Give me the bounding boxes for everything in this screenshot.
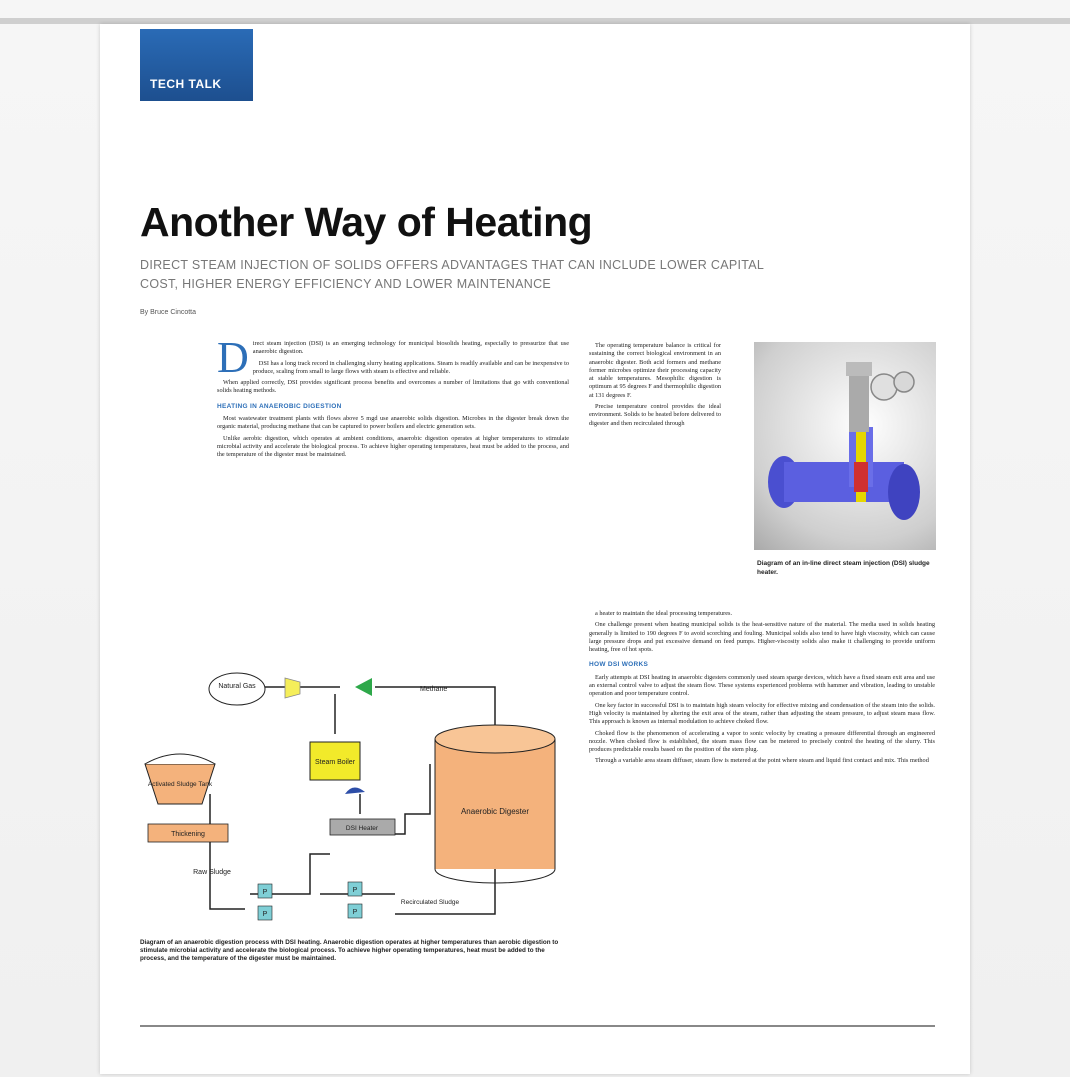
diagram-caption: Diagram of an anaerobic digestion proces… — [140, 939, 559, 962]
recirculated-sludge-label: Recirculated Sludge — [401, 899, 460, 906]
natural-gas-label: Natural Gas — [218, 683, 256, 690]
pump — [347, 881, 363, 897]
section-tab: TECH TALK — [140, 29, 253, 101]
dsi-heater-photo — [754, 342, 936, 550]
paragraph: Early attempts at DSI heating in anaerob… — [589, 673, 935, 698]
paragraph: One key factor in successful DSI is to m… — [589, 701, 935, 726]
column-right-wide: a heater to maintain the ideal processin… — [589, 610, 935, 769]
paragraph: Precise temperature control provides the… — [589, 403, 721, 427]
compressor-icon — [355, 678, 372, 696]
footer-rule — [140, 1025, 935, 1027]
paragraph: One challenge present when heating munic… — [589, 621, 935, 654]
anaerobic-digester-node: Anaerobic Digester — [434, 724, 556, 884]
paragraph: DSI has a long track record in challengi… — [252, 359, 569, 375]
paragraph-text: irect steam injection (DSI) is an emergi… — [252, 340, 569, 356]
pump — [347, 903, 363, 919]
drop-cap: D — [217, 333, 249, 382]
paragraph: Unlike aerobic digestion, which operates… — [217, 434, 569, 459]
pump-label: P — [353, 887, 358, 894]
diagram-pipes — [209, 686, 496, 915]
raw-sludge-label: Raw Sludge — [193, 869, 231, 876]
dsi-heater-node: DSI Heater — [329, 787, 396, 836]
steam-boiler-label: Steam Boiler — [315, 759, 356, 766]
activated-tank-node: Activated Sludge Tank — [144, 753, 216, 805]
heater-icon — [345, 787, 365, 794]
column-right-narrow: The operating temperature balance is cri… — [589, 342, 721, 431]
thickening-node: Thickening — [147, 823, 229, 843]
article-subtitle: DIRECT STEAM INJECTION OF SOLIDS OFFERS … — [140, 258, 764, 291]
paragraph: The operating temperature balance is cri… — [589, 342, 721, 399]
pump — [257, 905, 273, 921]
methane-label: Methane — [420, 686, 447, 693]
section-tab-label: TECH TALK — [150, 77, 222, 91]
document-page: TECH TALK Another Way of Heating DIRECT … — [100, 24, 970, 1074]
pump-label: P — [353, 909, 358, 916]
paragraph: Through a variable area steam diffuser, … — [595, 757, 929, 765]
digester-label: Anaerobic Digester — [461, 807, 529, 816]
thickening-label: Thickening — [171, 831, 205, 838]
natural-gas-node: Natural Gas — [208, 672, 266, 706]
fan-icon — [284, 677, 301, 699]
paragraph: Choked flow is the phenomenon of acceler… — [589, 729, 935, 754]
activated-tank-label: Activated Sludge Tank — [148, 781, 213, 788]
paragraph: When applied correctly, DSI provides sig… — [217, 379, 569, 395]
dsi-heater-illustration — [768, 362, 920, 520]
steam-boiler-node: Steam Boiler — [309, 741, 361, 781]
viewer-top-bar — [0, 18, 1070, 24]
pump — [257, 883, 273, 899]
byline: By Bruce Cincotta — [140, 309, 197, 316]
section-heading: HEATING IN ANAEROBIC DIGESTION — [217, 402, 342, 410]
pump-group: P P P P — [257, 881, 363, 921]
pump-label: P — [263, 911, 268, 918]
paragraph: a heater to maintain the ideal processin… — [595, 610, 733, 617]
dsi-heater-label: DSI Heater — [346, 825, 379, 832]
process-diagram: Natural Gas Methane Steam Boiler Anaerob… — [144, 672, 556, 921]
article-title: Another Way of Heating — [140, 199, 593, 245]
photo-caption: Diagram of an in-line direct steam injec… — [757, 560, 930, 576]
paragraph: Most wastewater treatment plants with fl… — [217, 415, 569, 431]
section-heading: HOW DSI WORKS — [589, 661, 649, 669]
pump-label: P — [263, 889, 268, 896]
